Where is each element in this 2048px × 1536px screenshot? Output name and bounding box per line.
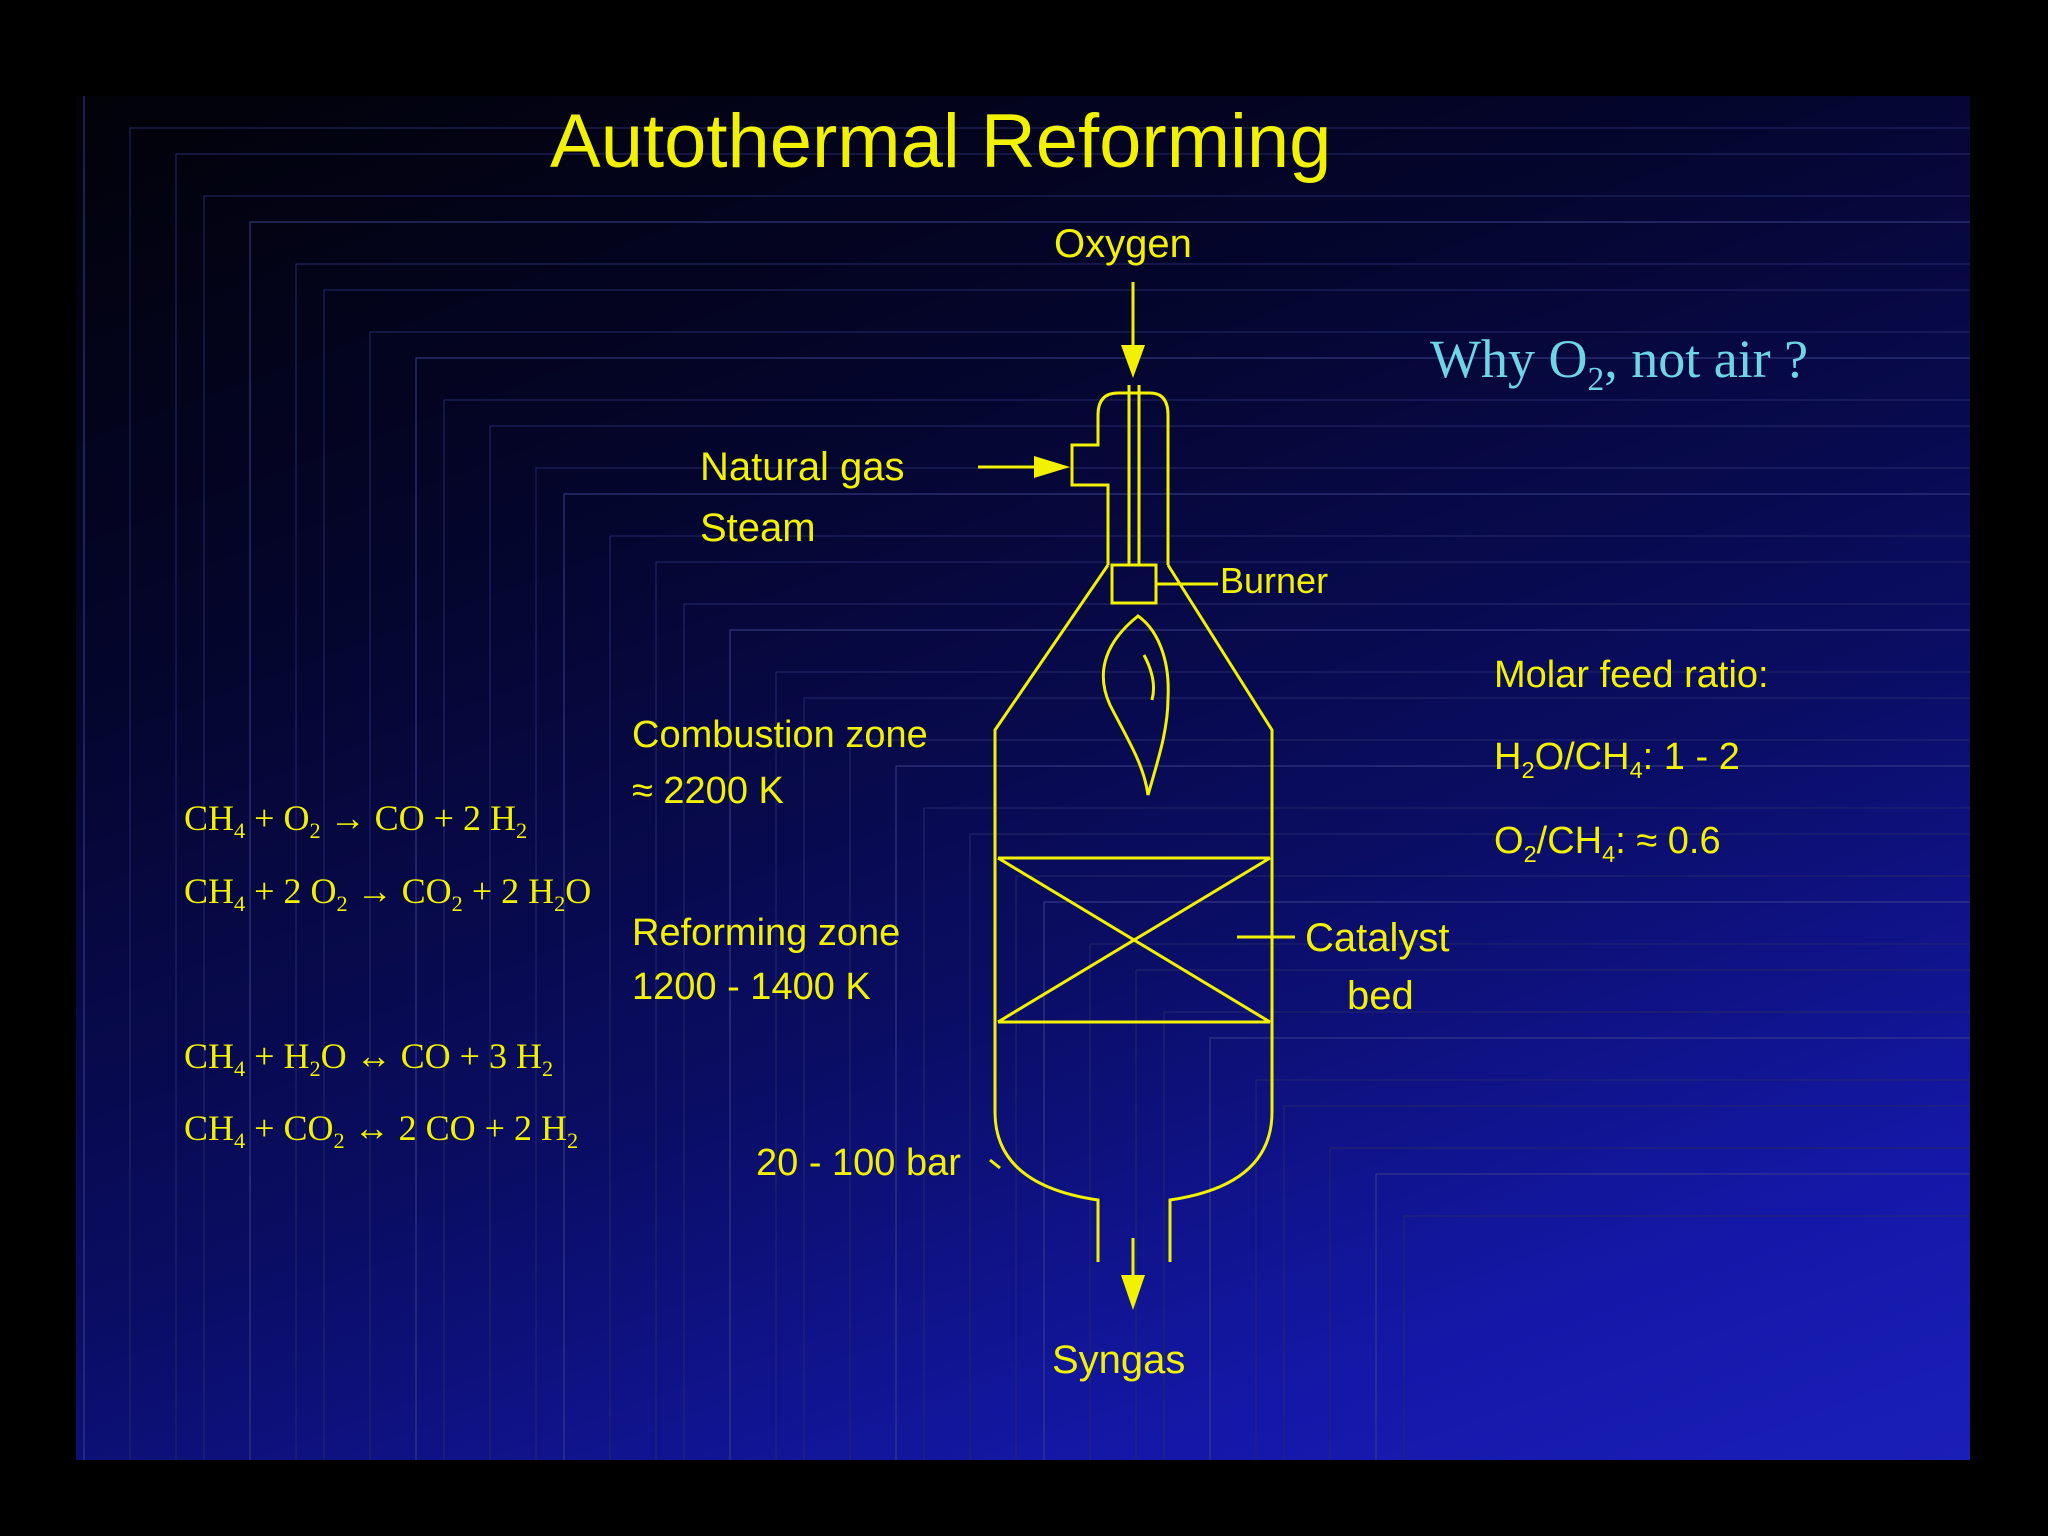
grid-line [83, 96, 85, 1460]
feed-pipe [1070, 391, 1170, 565]
grid-line [1255, 1079, 1970, 1460]
grid-line [923, 807, 1970, 1460]
grid-line [1089, 943, 1970, 1460]
feed-ratio-o2-ch4: O2/CH4: ≈ 0.6 [1494, 820, 1721, 867]
syngas-arrow-head [1121, 1275, 1145, 1310]
grid-line [683, 603, 1970, 1460]
slide-background [76, 96, 1970, 1460]
catalyst-label: Catalyst [1305, 916, 1450, 960]
grid-line [849, 739, 1970, 1460]
slide-title: Autothermal Reforming [550, 99, 1332, 184]
grid-line [369, 331, 1970, 1460]
grid-line [489, 425, 1970, 1460]
pressure-label: 20 - 100 bar [756, 1142, 961, 1184]
reforming-zone-label: Reforming zone [632, 912, 901, 954]
grid-line [655, 561, 1970, 1460]
grid-line [535, 467, 1970, 1460]
grid-line [1209, 1037, 1970, 1460]
grid-line [1163, 1011, 1970, 1460]
equation-dry-reforming: CH4 + CO2 ↔ 2 CO + 2 H2 [184, 1108, 579, 1153]
equation-partial-oxidation: CH4 + O2 → CO + 2 H2 [184, 798, 528, 843]
grid-line [249, 221, 1970, 1460]
grid-line [969, 833, 1970, 1460]
grid-line [1403, 1215, 1970, 1460]
combustion-temp-label: ≈ 2200 K [632, 770, 784, 812]
flame [1101, 614, 1170, 796]
grid-line [323, 289, 1970, 1460]
burner-label: Burner [1220, 560, 1329, 601]
grid-line [295, 263, 1970, 1460]
oxygen-label: Oxygen [1054, 222, 1192, 266]
grid-line [175, 153, 1970, 1460]
grid-line [443, 399, 1970, 1460]
oxygen-arrow-head [1121, 345, 1145, 378]
syngas-label: Syngas [1052, 1338, 1186, 1382]
grid-line [1015, 875, 1970, 1460]
catalyst-bed [997, 856, 1271, 1024]
grid-line [1329, 1147, 1970, 1460]
feed-ratio-heading: Molar feed ratio: [1494, 654, 1769, 696]
burner [1110, 563, 1158, 605]
decorative-grid-lines [83, 96, 1970, 1460]
reforming-temp-label: 1200 - 1400 K [632, 966, 871, 1008]
steam-label: Steam [700, 506, 816, 550]
grid-line [1283, 1105, 1970, 1460]
grid-line [415, 357, 1970, 1460]
equation-steam-reforming: CH4 + H2O ↔ CO + 3 H2 [184, 1036, 554, 1081]
grid-line [729, 629, 1970, 1460]
grid-line [803, 697, 1970, 1460]
grid-line [609, 535, 1970, 1460]
feed-ratio-h2o-ch4: H2O/CH4: 1 - 2 [1494, 736, 1740, 783]
grid-line [203, 195, 1970, 1460]
natural-gas-arrow-head [1034, 456, 1070, 478]
equation-combustion: CH4 + 2 O2 → CO2 + 2 H2O [184, 871, 592, 916]
grid-line [775, 671, 1970, 1460]
grid-line [563, 493, 1970, 1460]
grid-line [895, 765, 1970, 1460]
grid-line [1375, 1173, 1970, 1460]
grid-line [1043, 901, 1970, 1460]
question-text: Why O2, not air ? [1430, 329, 1809, 398]
natural-gas-label: Natural gas [700, 445, 905, 489]
combustion-zone-label: Combustion zone [632, 714, 928, 756]
reactor-vessel [993, 564, 1274, 1262]
bed-label: bed [1347, 974, 1414, 1018]
grid-line [129, 127, 1970, 1460]
